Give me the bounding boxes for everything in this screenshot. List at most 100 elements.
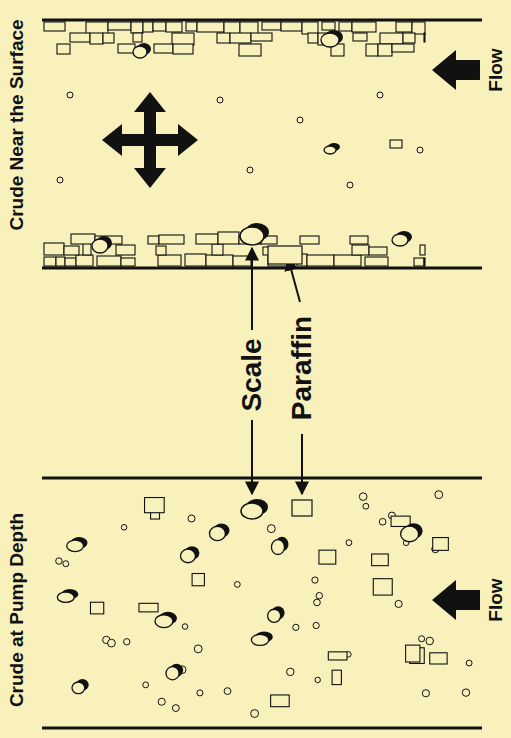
paraffin-particle: [365, 257, 388, 266]
small-particle: [314, 599, 321, 606]
paraffin-particle: [233, 256, 251, 266]
paraffin-particle: [196, 234, 218, 244]
paraffin-particle: [173, 44, 193, 54]
paraffin-particle: [403, 33, 415, 43]
paraffin-particle: [172, 33, 194, 45]
paraffin-particle: [406, 645, 420, 662]
small-particle: [466, 660, 472, 666]
paraffin-particle: [153, 22, 166, 31]
paraffin-particle: [212, 244, 223, 255]
paraffin-particle: [319, 550, 336, 564]
paraffin-particle: [133, 33, 142, 42]
flow-label: Flow: [486, 48, 505, 91]
small-particle: [315, 677, 320, 682]
scale-particle: [92, 239, 108, 253]
paraffin-particle: [159, 235, 184, 244]
paraffin-particle: [292, 500, 312, 516]
paraffin-particle: [302, 22, 318, 34]
paraffin-particle: [262, 22, 281, 30]
scale-particle: [401, 526, 419, 542]
paraffin-particle: [131, 22, 143, 33]
small-particle: [379, 518, 386, 525]
flow-arrow: [432, 580, 480, 620]
small-particle: [419, 636, 425, 642]
small-particle: [194, 645, 202, 653]
paraffin-particle: [65, 258, 76, 266]
paraffin-particle: [206, 255, 233, 266]
paraffin-particle: [239, 44, 261, 56]
small-particle: [287, 668, 295, 676]
paraffin-particle: [154, 44, 173, 53]
paraffin-particle: [391, 516, 410, 526]
paraffin-particle: [392, 44, 414, 52]
paraffin-particle: [366, 44, 378, 56]
paraffin-particle: [328, 652, 347, 660]
paraffin-particle: [224, 22, 240, 34]
scale-particle: [240, 227, 264, 245]
paraffin-particle: [420, 245, 425, 255]
paraffin-particle: [139, 603, 158, 612]
small-particle: [124, 639, 130, 645]
small-particle: [426, 637, 434, 645]
small-particle: [359, 493, 367, 501]
pipe-wall: [42, 727, 482, 730]
small-particle: [422, 690, 429, 697]
small-particle: [217, 97, 223, 103]
paraffin-particle: [116, 245, 135, 255]
scale-particle: [321, 33, 339, 47]
small-particle: [188, 515, 195, 522]
paraffin-particle: [97, 256, 121, 266]
paraffin-particle: [90, 602, 103, 614]
paraffin-particle: [251, 33, 272, 41]
paraffin-particle: [372, 554, 389, 566]
panel-title: Crude Near the Surface: [7, 19, 26, 230]
paraffin-particle: [44, 22, 65, 31]
paraffin-particle: [332, 670, 341, 684]
paraffin-particle: [158, 255, 181, 266]
paraffin-particle: [57, 44, 70, 54]
small-particle: [363, 503, 369, 509]
small-particle: [158, 698, 165, 705]
small-particle: [462, 689, 469, 696]
paraffin-particle: [396, 22, 412, 32]
paraffin-particle: [121, 258, 135, 266]
paraffin-particle: [271, 695, 290, 707]
paraffin-particle: [430, 653, 447, 664]
paraffin-particle: [380, 33, 403, 44]
paraffin-particle: [156, 246, 166, 255]
scale-particle: [166, 667, 179, 680]
pipe-wall: [42, 267, 482, 270]
part-label: Paraffin: [288, 316, 316, 420]
small-particle: [57, 177, 63, 183]
scale-particle: [392, 234, 408, 246]
paraffin-particle: [334, 255, 361, 266]
small-particle: [417, 147, 423, 153]
paraffin-particle: [412, 22, 425, 34]
paraffin-particle: [185, 254, 206, 266]
paraffin-particle: [76, 255, 93, 266]
paraffin-particle: [424, 33, 425, 42]
paraffin-particle: [424, 258, 425, 266]
pipe-wall: [42, 477, 482, 480]
paraffin-particle: [350, 236, 368, 244]
paraffin-particle: [414, 258, 424, 266]
small-particle: [251, 710, 259, 718]
paraffin-particle: [86, 22, 108, 34]
paraffin-particle: [281, 22, 302, 31]
scale-particle: [57, 592, 74, 602]
paraffin-particle: [352, 22, 376, 32]
scale-particle: [209, 526, 225, 540]
paraffin-particle: [83, 243, 91, 255]
paraffin-particle: [70, 33, 90, 42]
paraffin-particle: [352, 245, 369, 255]
small-particle: [395, 600, 402, 607]
paraffin-particle: [192, 574, 204, 586]
paraffin-particle: [148, 236, 159, 244]
paraffin-particle: [369, 247, 387, 255]
leader-arrow: [251, 420, 253, 494]
scale-particle: [133, 46, 147, 58]
small-particle: [108, 639, 116, 647]
scale-particle: [67, 540, 84, 552]
small-particle: [312, 577, 318, 583]
small-particle: [63, 561, 69, 567]
